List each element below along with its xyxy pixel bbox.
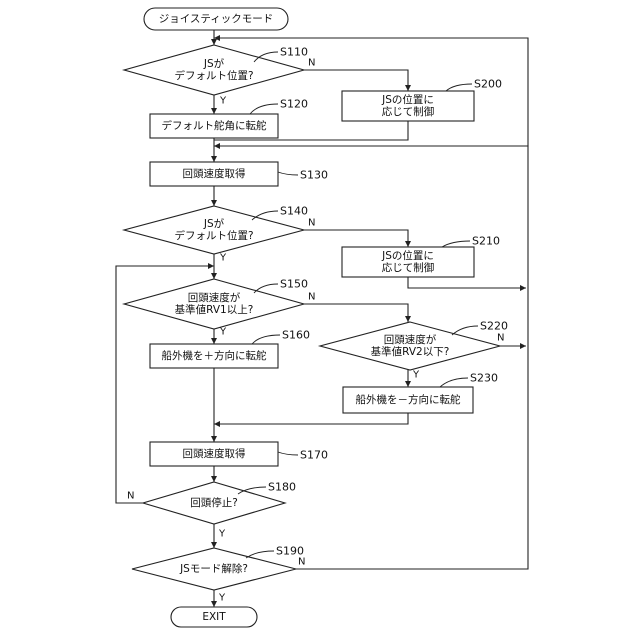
s110-text-line-2: デフォルト位置? bbox=[174, 69, 253, 82]
s220-text-line-2: 基準値RV2以下? bbox=[371, 345, 450, 358]
s220-step-label: S220 bbox=[480, 320, 508, 333]
s110-text-line-1: JSが bbox=[203, 57, 225, 70]
s170-text-line-1: 回頭速度取得 bbox=[183, 447, 246, 460]
edge-s150-s220-n bbox=[304, 304, 408, 322]
s220-yes-label: Y bbox=[412, 370, 420, 381]
s150-step-label: S150 bbox=[280, 278, 308, 291]
s220-leader bbox=[452, 326, 478, 335]
s230-leader bbox=[440, 378, 468, 387]
s110-step-label: S110 bbox=[280, 46, 308, 59]
s180-no-label: N bbox=[127, 491, 134, 502]
s160-text-line-1: 船外機を＋方向に転舵 bbox=[162, 349, 267, 362]
s200-leader bbox=[446, 84, 472, 91]
s200-step-label: S200 bbox=[474, 78, 502, 91]
s120-text-line-1: デフォルト舵角に転舵 bbox=[162, 119, 267, 132]
s140-text-line-2: デフォルト位置? bbox=[174, 229, 253, 242]
s200-text-line-1: JSの位置に bbox=[381, 93, 434, 106]
s190-yes-label: Y bbox=[218, 593, 226, 604]
s220-text-line-1: 回頭速度が bbox=[384, 333, 437, 346]
s140-text-line-1: JSが bbox=[203, 217, 225, 230]
s190-text-line-1: JSモード解除? bbox=[179, 562, 248, 575]
s160-step-label: S160 bbox=[282, 329, 310, 342]
s210-text-line-2: 応じて制御 bbox=[382, 261, 435, 274]
s130-step-label: S130 bbox=[300, 169, 328, 182]
s210-step-label: S210 bbox=[472, 235, 500, 248]
s120-step-label: S120 bbox=[280, 98, 308, 111]
s140-no-label: N bbox=[308, 218, 315, 229]
s140-step-label: S140 bbox=[280, 205, 308, 218]
s150-yes-label: Y bbox=[219, 327, 227, 338]
s170-leader bbox=[278, 452, 298, 455]
s130-leader bbox=[278, 172, 298, 175]
s150-no-label: N bbox=[308, 292, 315, 303]
s220-no-label: N bbox=[497, 333, 504, 344]
s200-text-line-2: 応じて制御 bbox=[382, 105, 435, 118]
s230-text-line-1: 船外機を－方向に転舵 bbox=[356, 393, 461, 406]
s180-step-label: S180 bbox=[268, 481, 296, 494]
s130-text-line-1: 回頭速度取得 bbox=[183, 167, 246, 180]
s180-yes-label: Y bbox=[218, 529, 226, 540]
edge-s210-right bbox=[408, 277, 526, 288]
s170-step-label: S170 bbox=[300, 449, 328, 462]
s180-text-line-1: 回頭停止? bbox=[190, 496, 238, 509]
s120-leader bbox=[250, 104, 278, 114]
s110-no-label: N bbox=[308, 58, 315, 69]
s190-no-label: N bbox=[298, 557, 305, 568]
start-text-line-1: ジョイスティックモード bbox=[159, 13, 274, 25]
edge-s110-s200-n bbox=[304, 70, 408, 91]
s210-leader bbox=[442, 241, 470, 247]
s140-yes-label: Y bbox=[219, 253, 227, 264]
edge-s230-merge bbox=[214, 413, 408, 424]
s150-text-line-2: 基準値RV1以上? bbox=[175, 303, 254, 316]
edge-s140-s210-n bbox=[304, 230, 408, 247]
s150-text-line-1: 回頭速度が bbox=[188, 291, 241, 304]
exit-text-line-1: EXIT bbox=[202, 611, 226, 623]
s110-yes-label: Y bbox=[219, 96, 227, 107]
nodes bbox=[124, 8, 500, 627]
s230-step-label: S230 bbox=[470, 372, 498, 385]
s210-text-line-1: JSの位置に bbox=[381, 249, 434, 262]
s160-leader bbox=[252, 335, 280, 344]
